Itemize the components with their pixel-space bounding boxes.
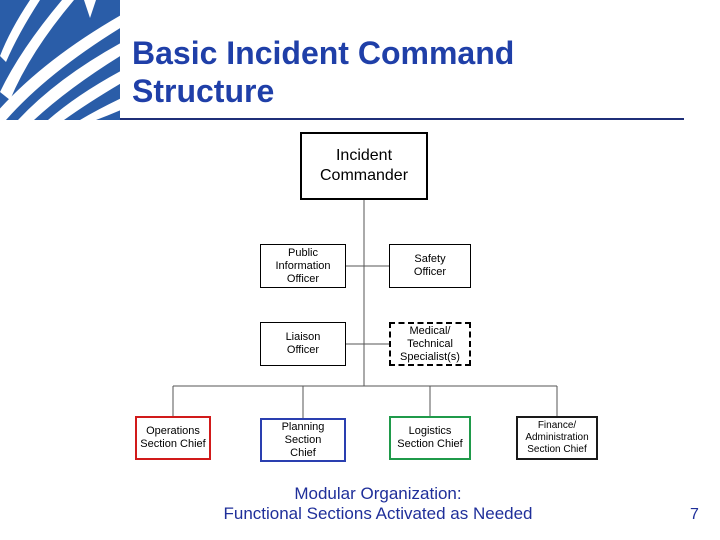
finance-line: Finance/ bbox=[537, 420, 577, 431]
title-line-1: Basic Incident Command bbox=[132, 35, 515, 71]
pio-line: Public bbox=[288, 246, 318, 259]
safety-line: Safety bbox=[414, 253, 446, 265]
medical-technical-specialist-box: Medical/ Technical Specialist(s) bbox=[389, 322, 471, 366]
caption-line-2: Functional Sections Activated as Needed bbox=[223, 504, 533, 523]
planning-line: Planning bbox=[281, 420, 325, 433]
slide-title: Basic Incident Command Structure bbox=[132, 34, 514, 110]
liaison-line: Liaison bbox=[285, 331, 321, 343]
safety-line: Officer bbox=[413, 266, 447, 278]
pio-line: Information bbox=[275, 259, 331, 272]
pio-line: Officer bbox=[286, 272, 320, 285]
finance-line: Section Chief bbox=[527, 444, 587, 455]
operations-line: Section Chief bbox=[140, 438, 206, 450]
operations-section-chief-box: Operations Section Chief bbox=[135, 416, 211, 460]
logo-graphic bbox=[0, 0, 120, 120]
incident-commander-box: Incident Commander bbox=[300, 132, 428, 200]
planning-line: Chief bbox=[290, 446, 316, 459]
finance-administration-section-chief-box: Finance/ Administration Section Chief bbox=[516, 416, 598, 460]
planning-line: Section bbox=[284, 433, 322, 446]
planning-section-chief-box: Planning Section Chief bbox=[260, 418, 346, 462]
safety-officer-box: Safety Officer bbox=[389, 244, 471, 288]
operations-line: Operations bbox=[146, 425, 200, 437]
liaison-officer-box: Liaison Officer bbox=[260, 322, 346, 366]
title-line-2: Structure bbox=[132, 73, 275, 109]
slide-caption: Modular Organization: Functional Section… bbox=[200, 484, 556, 524]
finance-line: Administration bbox=[525, 432, 589, 443]
medical-line: Specialist(s) bbox=[400, 350, 460, 363]
logistics-line: Logistics bbox=[408, 425, 452, 437]
public-information-officer-box: Public Information Officer bbox=[260, 244, 346, 288]
commander-line: Commander bbox=[319, 167, 409, 184]
caption-line-1: Modular Organization: bbox=[294, 484, 462, 503]
liaison-line: Officer bbox=[286, 344, 320, 356]
logistics-line: Section Chief bbox=[397, 438, 463, 450]
medical-line: Technical bbox=[407, 337, 453, 350]
commander-line: Incident bbox=[335, 147, 393, 164]
title-divider bbox=[120, 118, 684, 120]
medical-line: Medical/ bbox=[409, 324, 451, 337]
page-number: 7 bbox=[690, 506, 699, 523]
logistics-section-chief-box: Logistics Section Chief bbox=[389, 416, 471, 460]
